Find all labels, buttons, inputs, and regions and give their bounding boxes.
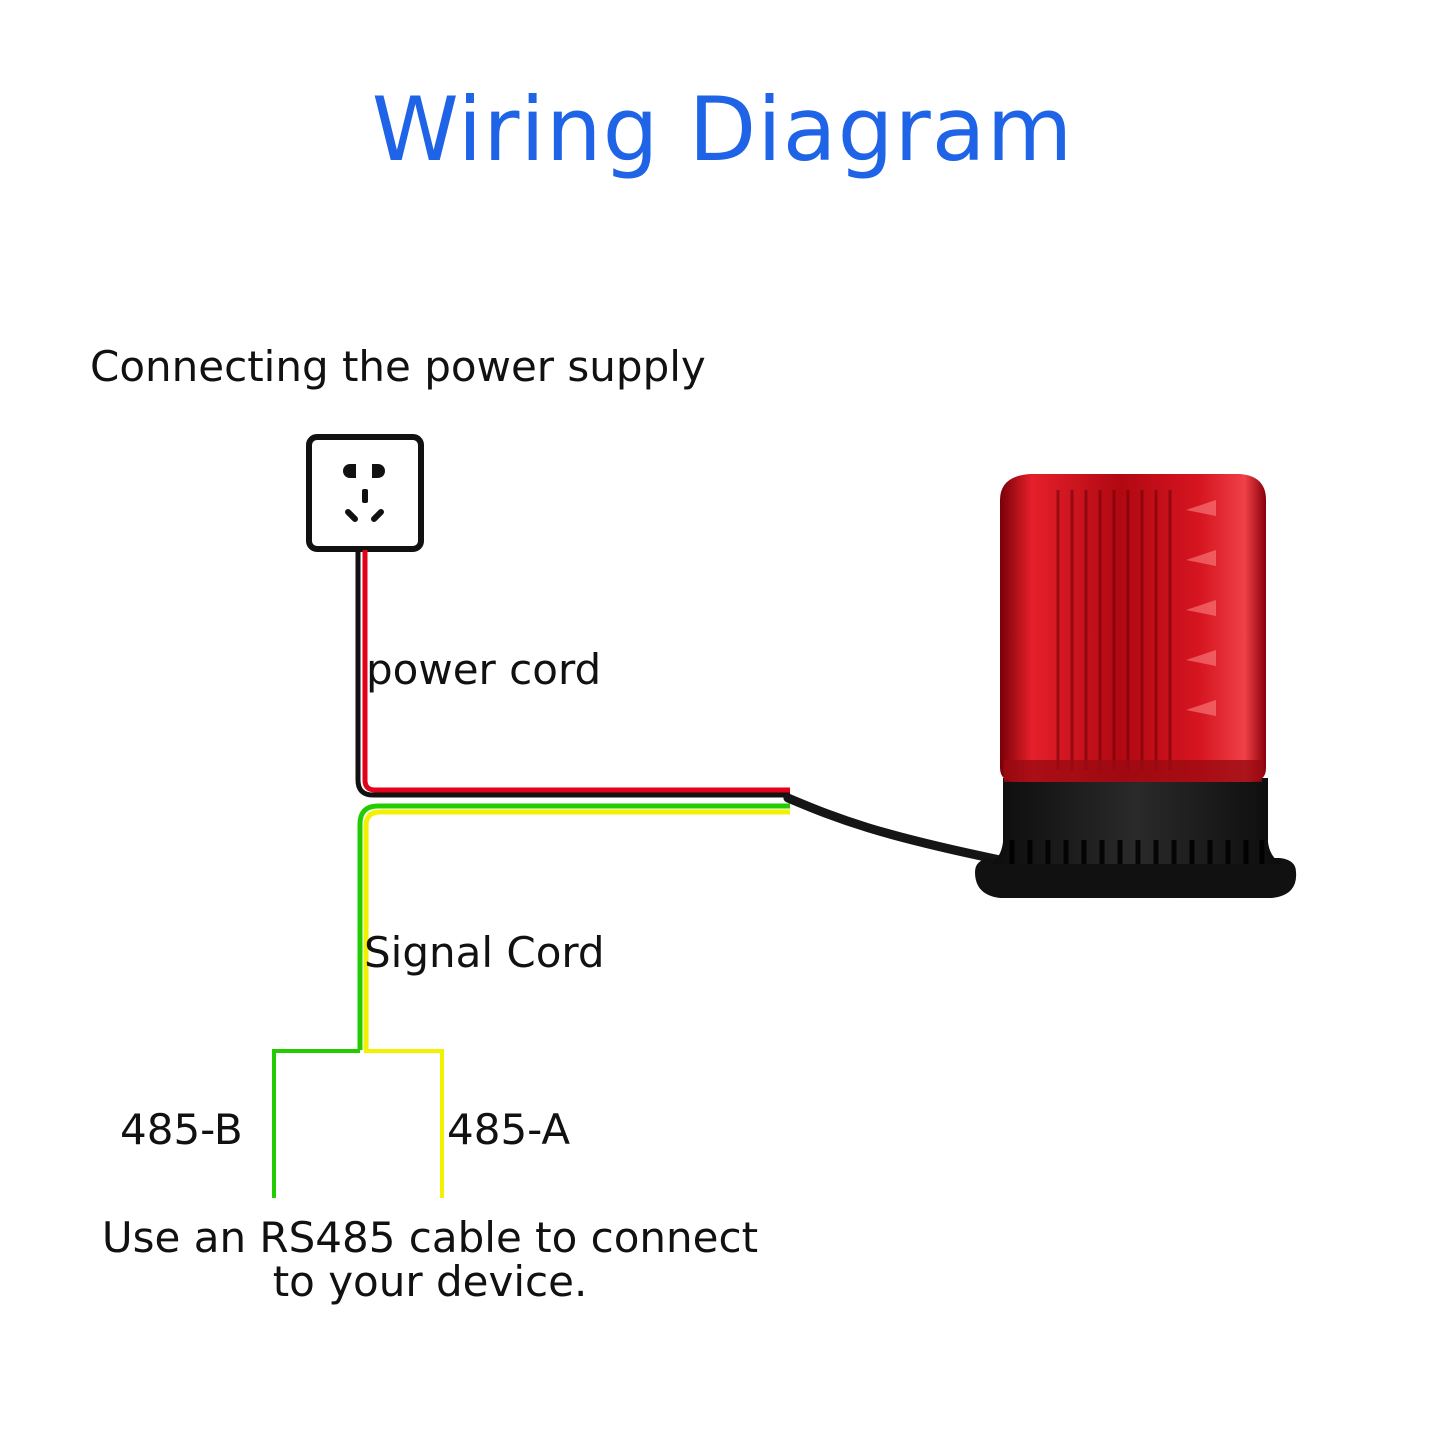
terminal-485b-label: 485-B xyxy=(120,1105,243,1154)
signal-cord-wire xyxy=(357,803,790,1050)
rs485-note: Use an RS485 cable to connect to your de… xyxy=(80,1213,780,1307)
rs485-split-wires xyxy=(272,1049,444,1198)
warning-beacon-lamp xyxy=(955,474,1305,901)
power-cord-label: power cord xyxy=(366,645,602,694)
terminal-485a-label: 485-A xyxy=(447,1105,571,1154)
lamp-cable xyxy=(783,793,1005,865)
signal-cord-label: Signal Cord xyxy=(364,928,605,977)
note-line-2: to your device. xyxy=(272,1257,588,1307)
power-socket-icon xyxy=(306,434,424,552)
section-heading: Connecting the power supply xyxy=(90,342,706,391)
page-title: Wiring Diagram xyxy=(371,78,1074,181)
note-line-1: Use an RS485 cable to connect xyxy=(101,1213,759,1262)
power-cord-wire xyxy=(355,550,790,798)
